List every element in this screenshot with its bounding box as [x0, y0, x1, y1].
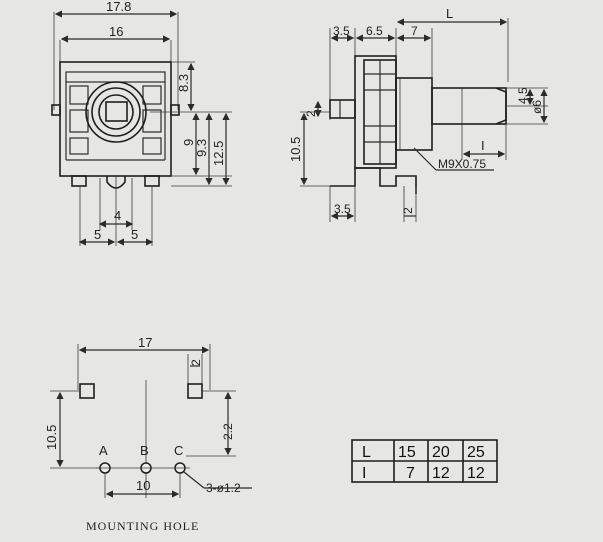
- hole-spec: 3-ø1.2: [206, 481, 241, 495]
- table-cell-i-1: 7: [406, 465, 415, 482]
- dim-16: 16: [109, 24, 123, 39]
- dim-2-bottom: 2: [401, 207, 415, 214]
- dim-4-5: 4.5: [516, 87, 530, 104]
- dim-2-mount: 2: [189, 359, 203, 366]
- dim-4: 4: [114, 208, 121, 223]
- table-cell-l-1: 15: [398, 444, 416, 461]
- dim-12-5: 12.5: [211, 141, 226, 166]
- dim-8-3: 8.3: [176, 74, 191, 92]
- dim-I: I: [481, 138, 485, 153]
- pin-c-label: C: [174, 443, 183, 458]
- dim-2-flat: 2: [304, 110, 318, 117]
- dim-17-8: 17.8: [106, 0, 131, 14]
- table-cell-i-2: 12: [432, 465, 450, 482]
- size-table: L 15 20 25 I 7 12 12: [351, 439, 498, 483]
- side-view: 3.5 6.5 7 L 2: [288, 6, 548, 222]
- dim-10: 10: [136, 478, 150, 493]
- dim-9-3: 9.3: [194, 139, 209, 157]
- dim-17: 17: [138, 335, 152, 350]
- front-view: 17.8 16 4: [51, 0, 232, 246]
- dim-10-5-mount: 10.5: [44, 425, 59, 450]
- table-cell-l-2: 20: [432, 444, 450, 461]
- table-cell-i-3: 12: [467, 465, 485, 482]
- dim-9: 9: [181, 139, 196, 146]
- dim-5-right: 5: [131, 227, 138, 242]
- dim-10-5-side: 10.5: [288, 137, 303, 162]
- table-cell-l-3: 25: [467, 444, 485, 461]
- dim-5-left: 5: [94, 227, 101, 242]
- dim-L: L: [446, 6, 453, 21]
- table-row-i-label: I: [362, 465, 366, 482]
- dim-7: 7: [411, 24, 418, 38]
- dim-dia-6: ø6: [530, 100, 544, 114]
- dim-2-2: 2.2: [221, 423, 235, 440]
- mounting-hole-view: 17 2 10.5 2.2 A B C 10: [44, 335, 252, 533]
- table-row-l-label: L: [362, 444, 371, 461]
- mounting-hole-caption: MOUNTING HOLE: [86, 519, 199, 533]
- dim-6-5: 6.5: [366, 24, 383, 38]
- pin-a-label: A: [99, 443, 108, 458]
- dim-3-5-top: 3.5: [333, 24, 350, 38]
- pin-b-label: B: [140, 443, 149, 458]
- thread-spec: M9X0.75: [438, 157, 486, 171]
- dim-3-5-bottom: 3.5: [334, 202, 351, 216]
